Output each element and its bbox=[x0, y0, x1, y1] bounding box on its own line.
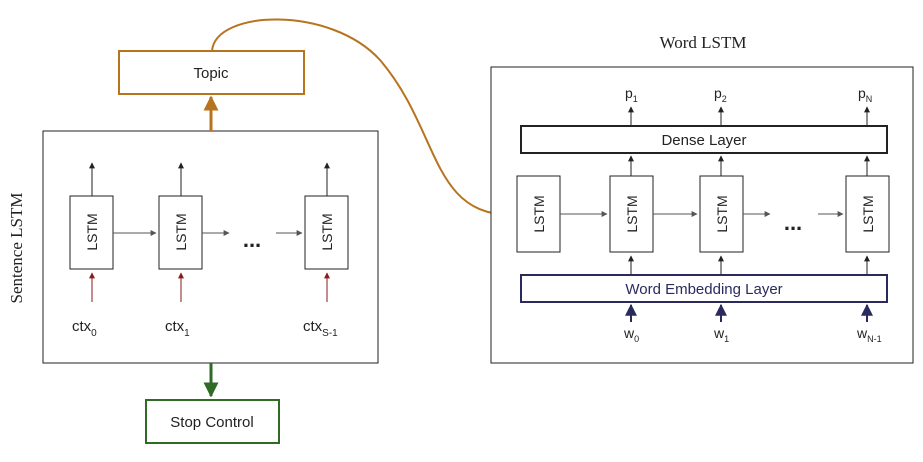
dense-layer-box bbox=[520, 125, 888, 154]
sentence-lstm-label: Sentence LSTM bbox=[7, 193, 26, 304]
sentence-cell-2: LSTM ctxS-1 bbox=[303, 162, 349, 339]
word-cell-1: LSTM p2 w1 bbox=[699, 85, 744, 344]
p-label: p1 bbox=[625, 85, 638, 104]
word-cell-initial: LSTM bbox=[516, 175, 561, 253]
p-label: pN bbox=[858, 85, 872, 104]
stop-control-label: Stop Control bbox=[170, 414, 253, 431]
sentence-cell-label: LSTM bbox=[173, 213, 189, 250]
w-label: w1 bbox=[713, 325, 729, 344]
word-cell-label: LSTM bbox=[624, 195, 640, 232]
sentence-cell-label: LSTM bbox=[319, 213, 335, 250]
sentence-ellipsis: ... bbox=[243, 227, 261, 252]
ctx-label: ctx0 bbox=[72, 318, 97, 339]
ctx-label: ctx1 bbox=[165, 318, 190, 339]
word-cell-0: LSTM p1 w0 bbox=[609, 85, 654, 344]
sentence-lstm-cell bbox=[69, 195, 114, 270]
stop-control-box bbox=[145, 399, 280, 444]
topic-to-word-lstm-arrow bbox=[211, 18, 513, 220]
ctx-label: ctxS-1 bbox=[303, 318, 338, 339]
sentence-cell-label: LSTM bbox=[84, 213, 100, 250]
p-label: p2 bbox=[714, 85, 727, 104]
sentence-lstm-cell bbox=[304, 195, 349, 270]
topic-label: Topic bbox=[193, 65, 229, 82]
word-lstm-title: Word LSTM bbox=[660, 33, 747, 52]
word-cell-label: LSTM bbox=[531, 195, 547, 232]
word-ellipsis: ... bbox=[784, 210, 802, 235]
embedding-layer-label: Word Embedding Layer bbox=[625, 281, 782, 298]
word-cell-label: LSTM bbox=[860, 195, 876, 232]
word-lstm-cell bbox=[699, 175, 744, 253]
embedding-layer-box bbox=[520, 274, 888, 303]
dense-layer-label: Dense Layer bbox=[661, 132, 746, 149]
topic-box bbox=[118, 50, 305, 95]
w-label: wN-1 bbox=[856, 325, 882, 344]
word-lstm-cell bbox=[516, 175, 561, 253]
word-lstm-cell bbox=[845, 175, 890, 253]
word-cell-2: LSTM pN wN-1 bbox=[845, 85, 890, 344]
w-label: w0 bbox=[623, 325, 639, 344]
word-cell-label: LSTM bbox=[714, 195, 730, 232]
sentence-cell-0: LSTM ctx0 bbox=[69, 162, 114, 339]
